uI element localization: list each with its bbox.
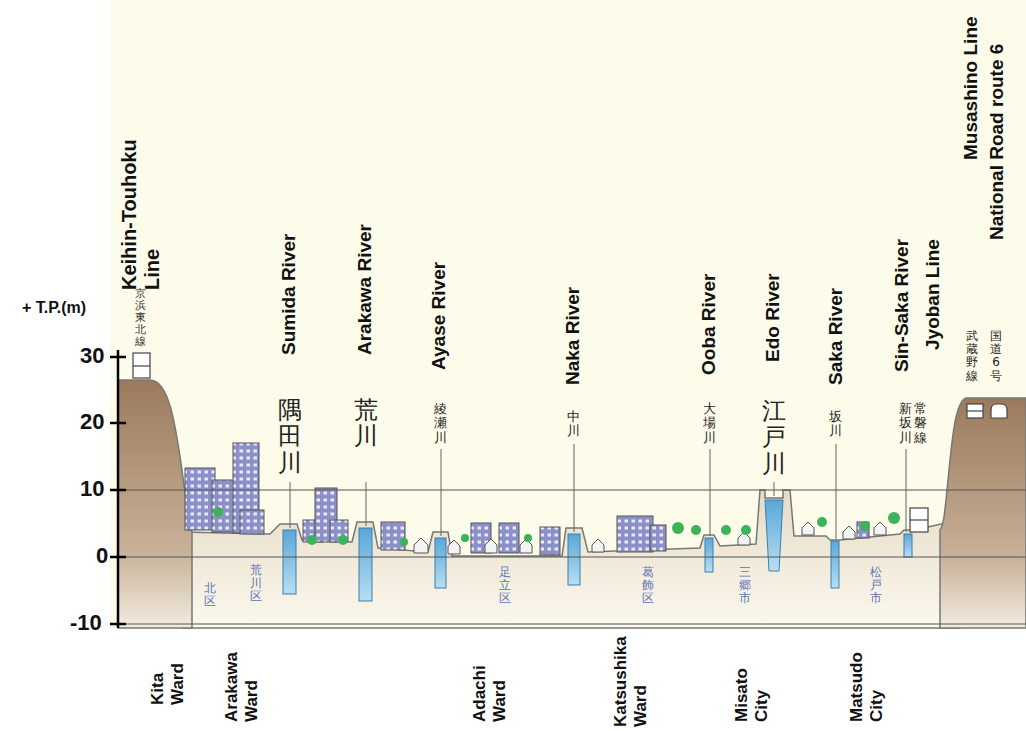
axis-tick: 30	[80, 343, 104, 369]
river-label: Arakawa River	[354, 224, 376, 355]
road-label-ja: 国道6号	[990, 330, 1002, 383]
road-label: National Road route 6	[986, 44, 1008, 240]
river-label-ja: 新坂川	[899, 402, 912, 445]
railway-label-ja: 常磐線	[914, 402, 927, 445]
axis-tick: -10	[70, 610, 102, 636]
axis-tick: 20	[80, 409, 104, 435]
ward-label-ja: 北区	[204, 582, 216, 608]
river-label-ja: 大場川	[703, 402, 716, 445]
river-label: Saka River	[825, 288, 847, 385]
river-label-ja: 隅田川	[278, 397, 302, 476]
river-label: Ayase River	[428, 262, 450, 370]
railway-label: Musashino Line	[960, 16, 982, 160]
ward-label-ja: 足立区	[499, 566, 511, 606]
ward-label-ja: 三郷市	[739, 566, 751, 606]
ward-label: Misato City	[732, 656, 771, 722]
railway-label: Keihin-Touhoku Line	[118, 125, 164, 290]
ward-label-ja: 松戸市	[870, 566, 882, 606]
ward-label-ja: 葛飾区	[642, 566, 654, 606]
ward-label: Arakawa Ward	[222, 640, 261, 722]
ward-label: Katsushika Ward	[611, 627, 650, 727]
axis-tick: 10	[80, 476, 104, 502]
ward-label: Adachi Ward	[470, 656, 509, 722]
ward-label: Matsudo City	[847, 650, 886, 722]
axis-unit: + T.P.(m)	[22, 299, 86, 317]
ward-label-ja: 荒川区	[250, 564, 262, 604]
river-label-ja: 中川	[567, 410, 580, 439]
river-label-ja: 荒川	[354, 397, 378, 450]
ward-label: Kita Ward	[148, 650, 187, 705]
river-label-ja: 坂川	[829, 410, 842, 439]
railway-label: Jyoban Line	[922, 239, 944, 350]
railway-label-ja: 武蔵野線	[966, 330, 978, 383]
axis-tick: 0	[96, 543, 108, 569]
river-label: Sin-Saka River	[891, 239, 913, 372]
river-label-ja: 綾瀬川	[434, 402, 447, 445]
railway-label-ja: 京浜東北線	[135, 288, 146, 348]
river-label: Edo River	[762, 273, 784, 362]
river-label: Naka River	[562, 287, 584, 385]
river-label-ja: 江戸川	[762, 398, 786, 477]
river-label: Sumida River	[278, 234, 300, 355]
river-label: Ooba River	[698, 274, 720, 375]
